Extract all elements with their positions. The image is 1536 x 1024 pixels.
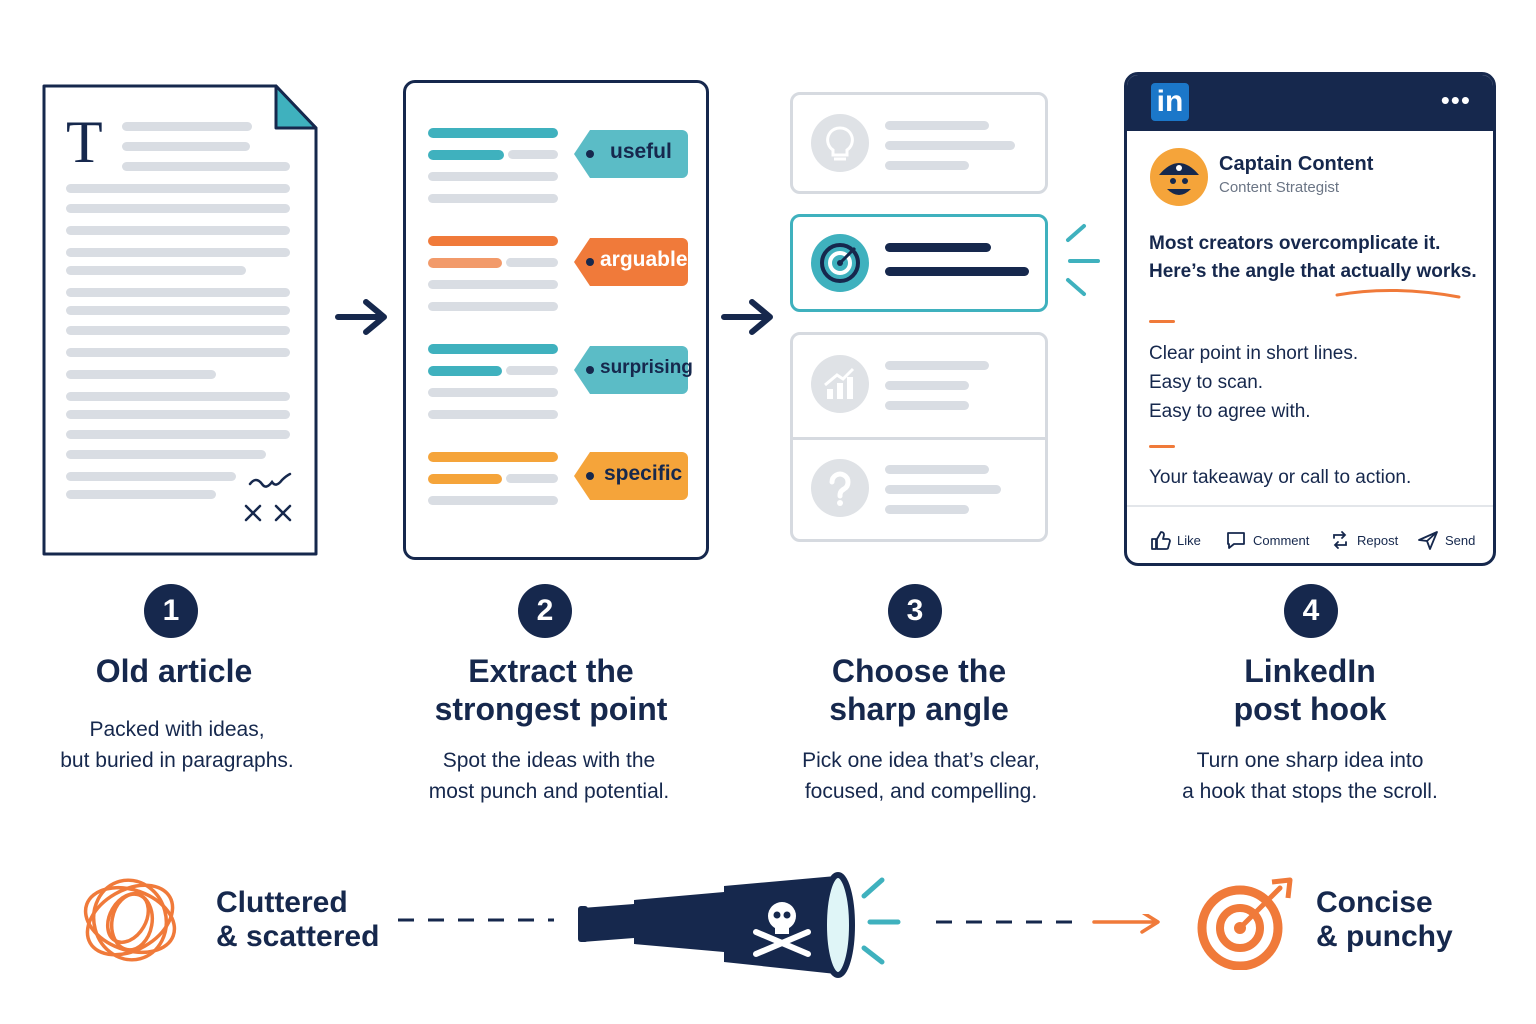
lightbulb-icon	[811, 114, 869, 172]
scribble-x-icon	[244, 472, 292, 522]
angle-option-group	[790, 332, 1048, 542]
like-button[interactable]: Like	[1149, 529, 1201, 551]
concise-label: Concise& punchy	[1316, 886, 1453, 953]
arrow-right-icon	[721, 299, 773, 335]
author-role: Content Strategist	[1219, 179, 1340, 196]
hook-line-2: Here’s the angle that actually works.	[1149, 261, 1477, 282]
comment-button[interactable]: Comment	[1225, 529, 1309, 551]
tangled-scribble-icon	[83, 878, 177, 962]
target-icon	[811, 234, 869, 292]
repost-icon	[1333, 531, 1347, 549]
post-header: in •••	[1127, 75, 1493, 131]
sparkle-lines-icon	[1066, 224, 1100, 296]
comment-icon	[1227, 532, 1245, 549]
old-article-document: T	[38, 80, 322, 560]
step-2-badge: 2	[518, 584, 572, 638]
more-menu-icon[interactable]: •••	[1440, 85, 1471, 115]
send-icon	[1418, 531, 1438, 550]
hook-line-1: Most creators overcomplicate it.	[1149, 233, 1441, 254]
chart-icon	[811, 355, 869, 413]
drop-cap: T	[66, 109, 103, 175]
divider-dash	[1149, 445, 1175, 448]
arrow-right-icon	[335, 299, 387, 335]
step-4-badge: 4	[1284, 584, 1338, 638]
step-3-badge: 3	[888, 584, 942, 638]
linkedin-post-card: in ••• Captain Content Content Strategis…	[1124, 72, 1496, 566]
repost-button[interactable]: Repost	[1329, 529, 1398, 551]
bullseye-target-icon	[1197, 877, 1293, 970]
angle-option-idea	[790, 92, 1048, 194]
body-line-1: Clear point in short lines.	[1149, 343, 1359, 364]
body-line-2: Easy to scan.	[1149, 372, 1264, 393]
step-1-title: Old article	[95, 653, 253, 689]
dashed-connector	[398, 918, 554, 922]
step-1-desc: Packed with ideas,but buried in paragrap…	[60, 718, 294, 772]
tag-useful: useful	[574, 130, 688, 178]
cluttered-label: Cluttered& scattered	[216, 886, 380, 953]
tag-specific: specific	[574, 452, 688, 500]
thumbs-up-icon	[1151, 531, 1171, 550]
body-line-3: Easy to agree with.	[1149, 401, 1311, 422]
author-name[interactable]: Captain Content	[1219, 153, 1374, 175]
tag-arguable: arguable	[574, 238, 688, 286]
linkedin-logo: in	[1151, 83, 1189, 121]
tag-surprising: surprising	[574, 346, 693, 394]
angle-option-selected	[790, 214, 1048, 312]
step-1-badge: 1	[144, 584, 198, 638]
step-3-desc: Pick one idea that’s clear,focused, and …	[802, 749, 1040, 803]
send-button[interactable]: Send	[1417, 529, 1475, 551]
spyglass-icon	[578, 872, 901, 978]
question-icon	[811, 459, 869, 517]
underline-swoosh	[1335, 288, 1461, 299]
cta-line: Your takeaway or call to action.	[1149, 467, 1412, 488]
pirate-avatar	[1150, 148, 1208, 206]
dashed-arrow-connector	[936, 914, 1160, 934]
divider-dash	[1149, 320, 1175, 323]
